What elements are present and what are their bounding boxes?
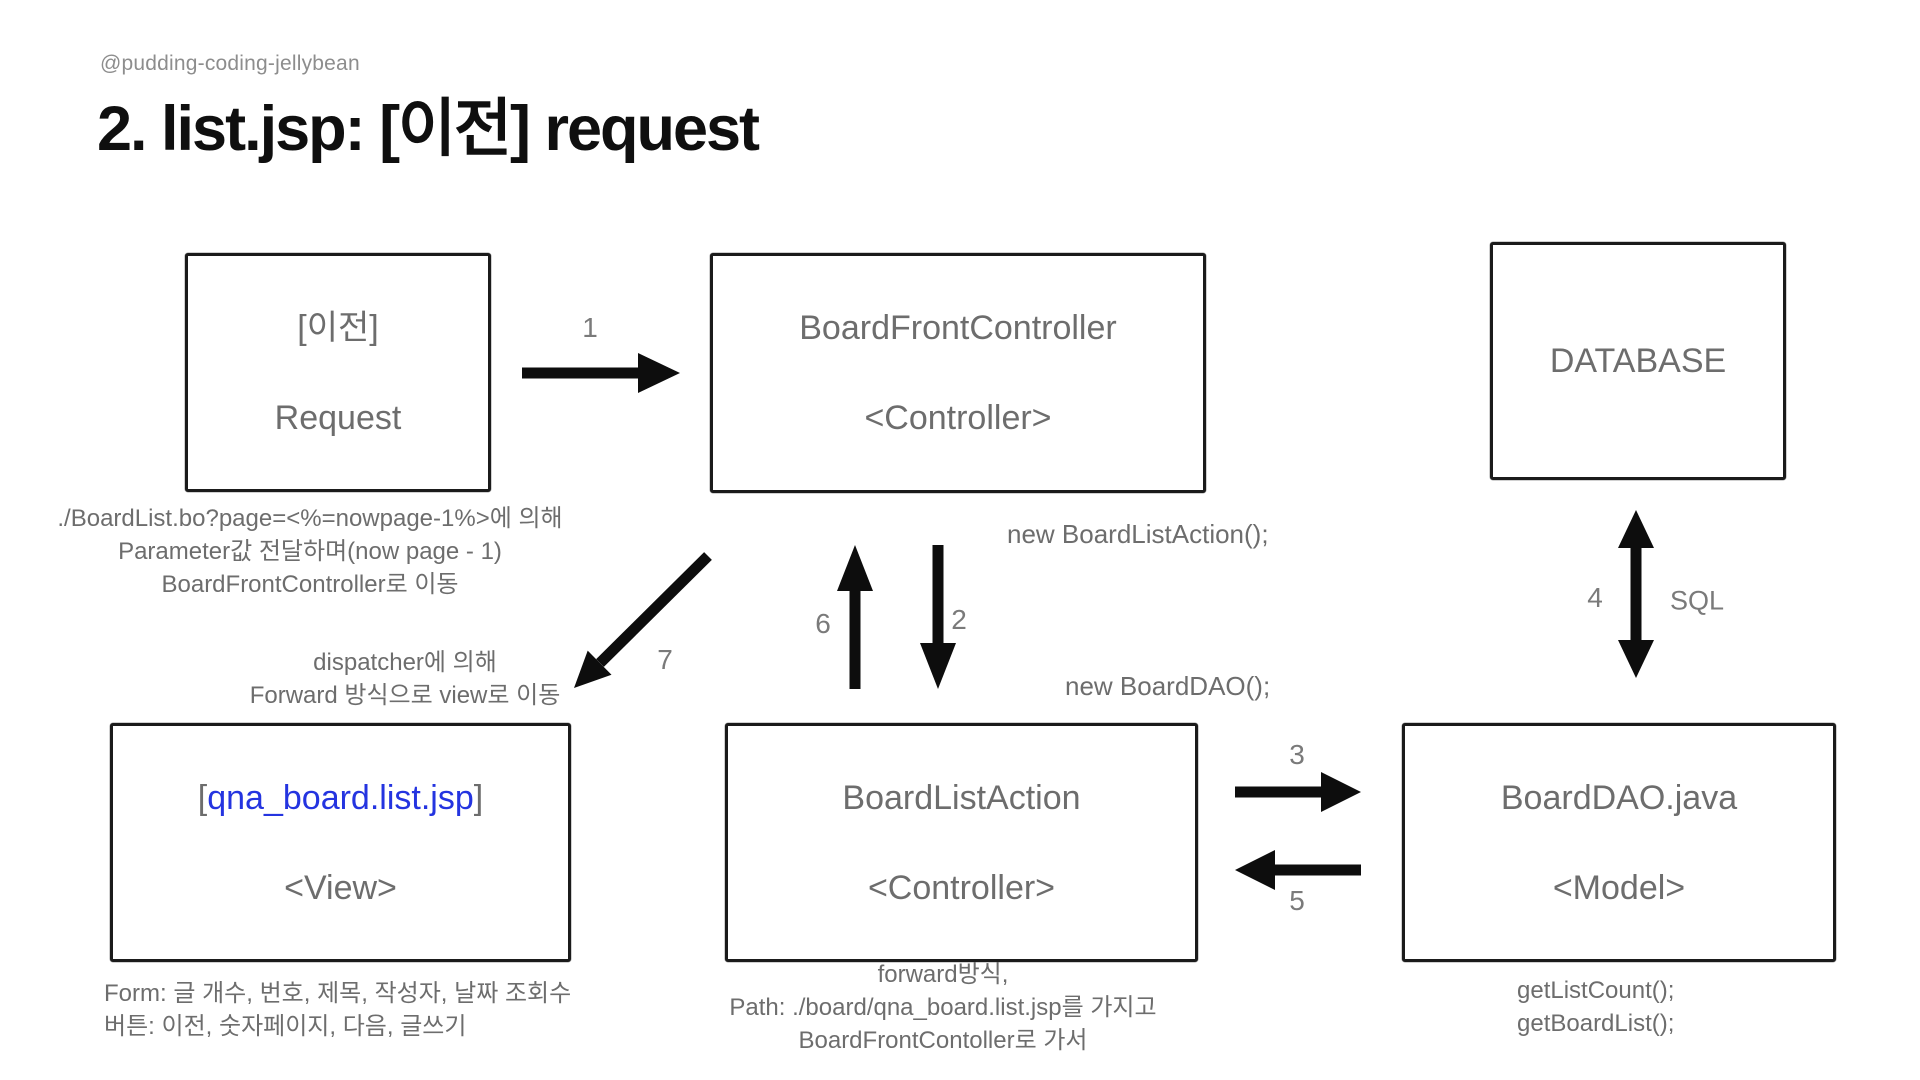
dao-methods-note: getListCount(); getBoardList(); <box>1517 974 1674 1040</box>
sql-label: SQL <box>1669 585 1725 616</box>
box-view-label: [qna_board.list.jsp] <box>198 781 483 815</box>
box-front-controller-stereotype: <Controller> <box>864 399 1052 437</box>
arrow-6-action-to-frontcontroller <box>837 545 873 689</box>
box-prev-request-sublabel: Request <box>274 398 402 437</box>
arrow-label-2: 2 <box>951 604 967 635</box>
arrow-3-action-to-dao <box>1235 772 1361 812</box>
view-form-note-line2: 버튼: 이전, 숫자페이지, 다음, 글쓰기 <box>104 1013 467 1040</box>
box-prev-request: [이전] Request <box>185 253 491 492</box>
arrow-label-1: 1 <box>582 312 598 343</box>
arrow-label-5: 5 <box>1289 885 1305 916</box>
box-front-controller: BoardFrontController <Controller> <box>710 253 1206 493</box>
arrow-7-dispatcher-to-view <box>574 552 712 688</box>
arrow-5-dao-to-action <box>1235 850 1361 890</box>
arrow-1-request-to-frontcontroller <box>522 353 680 393</box>
dao-methods-note-line2: getBoardList(); <box>1517 1010 1675 1037</box>
box-database-label: DATABASE <box>1549 342 1727 380</box>
arrow-label-4: 4 <box>1587 582 1603 613</box>
arrow-4-dao-database-bidirectional <box>1618 510 1654 678</box>
dispatcher-note-line2: Forward 방식으로 view로 이동 <box>249 682 561 709</box>
box-dao-stereotype: <Model> <box>1552 868 1686 907</box>
box-dao: BoardDAO.java <Model> <box>1402 723 1836 962</box>
dao-methods-note-line1: getListCount(); <box>1517 977 1675 1004</box>
prev-request-note-line1: ./BoardList.bo?page=<%=nowpage-1%>에 의해 <box>57 505 563 532</box>
view-jsp-name: qna_board.list.jsp <box>207 778 474 817</box>
arrow-label-7: 7 <box>657 644 673 675</box>
view-form-note: Form: 글 개수, 번호, 제목, 작성자, 날짜 조회수 버튼: 이전, … <box>104 977 571 1043</box>
page-title: 2. list.jsp: [이전] request <box>97 94 760 164</box>
box-dao-label: BoardDAO.java <box>1500 778 1738 817</box>
box-list-action-label: BoardListAction <box>842 778 1081 817</box>
box-prev-request-label: [이전] <box>297 308 379 347</box>
watermark: @pudding-coding-jellybean <box>100 52 360 75</box>
prev-request-note: ./BoardList.bo?page=<%=nowpage-1%>에 의해 P… <box>30 502 590 601</box>
view-bracket-close: ] <box>473 778 484 817</box>
box-view-stereotype: <View> <box>284 868 397 907</box>
box-view: [qna_board.list.jsp] <View> <box>110 723 571 962</box>
box-list-action: BoardListAction <Controller> <box>725 723 1198 962</box>
box-list-action-stereotype: <Controller> <box>867 868 1056 907</box>
new-boarddao-note: new BoardDAO(); <box>1065 671 1271 701</box>
box-database: DATABASE <box>1490 242 1786 480</box>
prev-request-note-line3: BoardFrontController로 이동 <box>161 571 459 598</box>
new-boardlistaction-note: new BoardListAction(); <box>1007 519 1269 549</box>
arrow-label-3: 3 <box>1289 739 1305 770</box>
forward-path-note-line2: Path: ./board/qna_board.list.jsp를 가지고 <box>729 994 1157 1021</box>
prev-request-note-line2: Parameter값 전달하며(now page - 1) <box>118 538 502 565</box>
arrow-label-6: 6 <box>815 608 831 639</box>
view-bracket-open: [ <box>197 778 208 817</box>
forward-path-note-line3: BoardFrontContoller로 가서 <box>798 1027 1088 1054</box>
dispatcher-note: dispatcher에 의해 Forward 방식으로 view로 이동 <box>180 646 630 712</box>
dispatcher-note-line1: dispatcher에 의해 <box>313 649 497 676</box>
view-form-note-line1: Form: 글 개수, 번호, 제목, 작성자, 날짜 조회수 <box>104 980 572 1007</box>
forward-path-note-line1: forward방식, <box>877 961 1009 988</box>
forward-path-note: forward방식, Path: ./board/qna_board.list.… <box>678 958 1208 1057</box>
box-front-controller-label: BoardFrontController <box>799 309 1117 347</box>
arrow-2-frontcontroller-to-action <box>920 545 956 689</box>
